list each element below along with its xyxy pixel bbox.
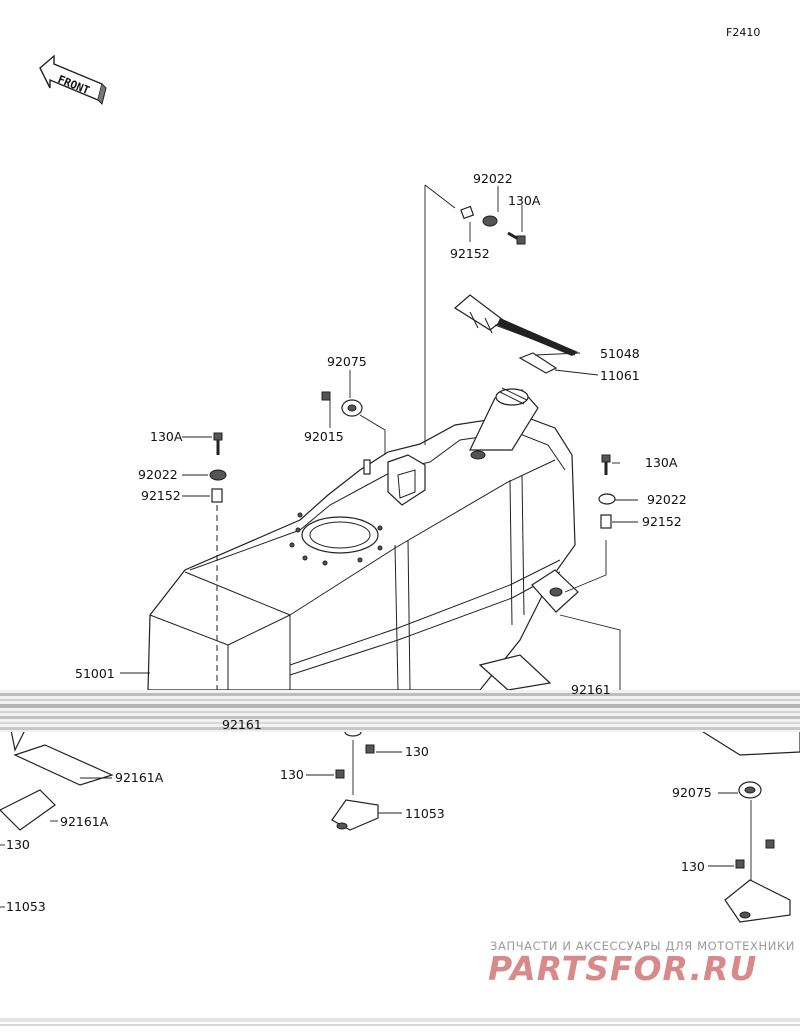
callout-label: 130A bbox=[645, 455, 678, 470]
callout-label: 92022 bbox=[473, 171, 513, 186]
damper-part bbox=[341, 399, 363, 417]
callout-label: 51048 bbox=[600, 346, 640, 361]
callout-label: 130 bbox=[6, 837, 30, 852]
watermark: ЗАПЧАСТИ И АКСЕССУАРЫ ДЛЯ МОТОТЕХНИКИ PA… bbox=[488, 939, 795, 988]
front-arrow-icon: FRONT bbox=[39, 54, 107, 105]
callout-label: 92022 bbox=[647, 492, 687, 507]
callout-label: 92022 bbox=[138, 467, 178, 482]
bottom-scan-artifact bbox=[0, 1018, 800, 1026]
mount-bracket-center-part bbox=[331, 727, 379, 831]
callout-label: 130 bbox=[405, 744, 429, 759]
callout-label: 92075 bbox=[327, 354, 367, 369]
left-washer-part bbox=[209, 469, 227, 481]
watermark-logo: PARTSFOR.RU bbox=[488, 949, 757, 988]
washer-part bbox=[482, 215, 498, 227]
callout-label: 92161A bbox=[115, 770, 164, 785]
callout-label: 92152 bbox=[450, 246, 490, 261]
bolt-part bbox=[507, 231, 526, 245]
callout-label: 11053 bbox=[405, 806, 445, 821]
callout-label: 92075 bbox=[672, 785, 712, 800]
collar-part bbox=[460, 205, 475, 220]
fuel-tank-part bbox=[147, 387, 579, 691]
right-washer-part bbox=[598, 493, 616, 505]
nut-part bbox=[321, 391, 331, 401]
callout-label: 92161 bbox=[222, 717, 262, 732]
callout-label: 51001 bbox=[75, 666, 115, 681]
callout-label: 11053 bbox=[6, 899, 46, 914]
callout-label: 11061 bbox=[600, 368, 640, 383]
gasket-part bbox=[518, 352, 558, 374]
diagram-code: F2410 bbox=[726, 26, 760, 39]
callout-label: 130 bbox=[681, 859, 705, 874]
heat-shield-part bbox=[453, 294, 578, 356]
right-collar-part bbox=[600, 514, 612, 529]
scan-distortion bbox=[0, 690, 800, 732]
callout-label: 92152 bbox=[141, 488, 181, 503]
callout-label: 92015 bbox=[304, 429, 344, 444]
callout-label: 130 bbox=[280, 767, 304, 782]
callout-label: 130A bbox=[508, 193, 541, 208]
callout-label: 92152 bbox=[642, 514, 682, 529]
left-bolt-part bbox=[213, 432, 223, 455]
callout-label: 92161A bbox=[60, 814, 109, 829]
callout-label: 130A bbox=[150, 429, 183, 444]
left-collar-part bbox=[211, 488, 223, 503]
mount-bracket-right-part bbox=[698, 714, 800, 923]
watermark-tagline: ЗАПЧАСТИ И АКСЕССУАРЫ ДЛЯ МОТОТЕХНИКИ bbox=[490, 939, 795, 953]
callout-label: 92161 bbox=[571, 682, 611, 697]
right-bolt-part bbox=[601, 454, 611, 475]
